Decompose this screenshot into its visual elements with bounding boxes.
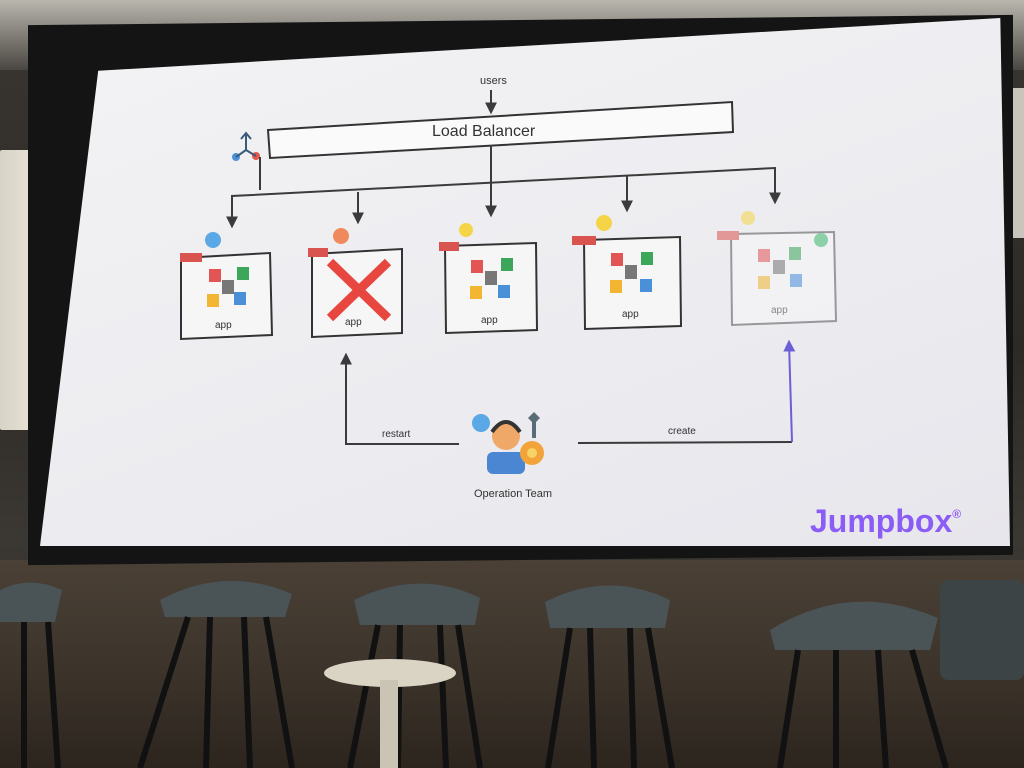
stools [0,580,1024,768]
operator-icon [472,412,544,474]
load-balancer-box: Load Balancer [266,100,735,160]
stool [0,582,62,768]
server-icon [717,231,739,240]
restart-arrow [340,352,459,445]
brand-name: Jumpbox [810,503,952,539]
emoji-icon [741,211,755,225]
cross-icon [326,258,392,322]
app-label: app [771,305,788,316]
stool [347,583,483,768]
app-grid-icon [758,247,802,289]
connectors [226,145,781,229]
stool [137,580,295,768]
emoji-icon [459,223,473,237]
app-box-2: app [308,228,403,339]
plus-icon [814,233,828,247]
app-grid-icon [207,267,249,307]
app-label: app [481,315,498,326]
emoji-icon [333,228,349,244]
app-box-4: app [572,215,683,331]
chair [940,580,1024,680]
app-box-1: app [180,232,274,341]
app-box-5: app [717,211,838,327]
restart-label: restart [382,429,411,440]
server-icon [572,236,596,245]
users-label: users [480,75,507,87]
server-icon [439,242,459,251]
brand-mark: ® [952,507,961,521]
create-arrow [577,339,796,444]
app-label: app [622,309,639,320]
load-balancer-icon [232,131,260,161]
operator-label: Operation Team [474,488,552,500]
server-icon [308,248,328,257]
app-grid-icon [470,258,513,299]
app-grid-icon [610,252,653,293]
load-balancer-label: Load Balancer [432,123,536,140]
app-label: app [345,317,362,328]
stool [770,601,949,768]
app-box-3: app [439,223,539,335]
gear-icon [520,441,544,465]
create-label: create [668,426,696,437]
stool [545,585,675,768]
emoji-icon [596,215,612,231]
wrench-icon [528,412,540,438]
side-table [324,659,456,768]
emoji-icon [205,232,221,248]
app-label: app [215,320,232,331]
brand-logo: Jumpbox® [810,503,961,539]
server-icon [180,253,202,262]
